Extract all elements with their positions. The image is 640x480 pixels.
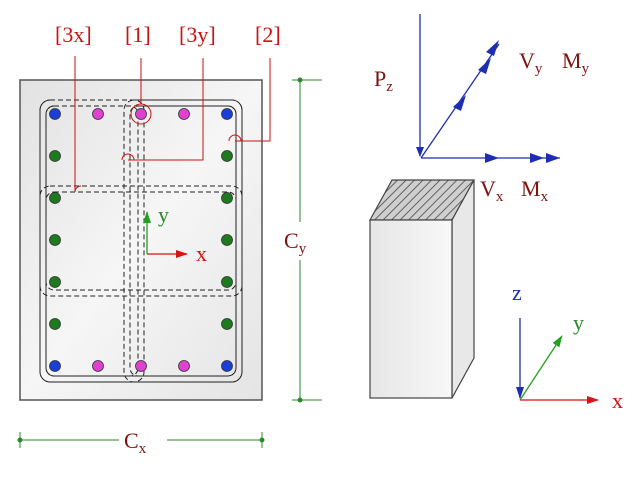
edge-bar [178, 360, 190, 372]
mx-label: Mx [521, 176, 549, 205]
dimension-cx: Cx [17, 424, 265, 458]
bar-label-3x: [3x] [55, 22, 92, 47]
corner-bar [49, 360, 61, 372]
side-bar [221, 234, 233, 246]
bar-label-3y: [3y] [179, 22, 216, 47]
column-front-face [369, 219, 453, 399]
cross-section: x y [19, 56, 271, 401]
vy-arrowhead [486, 40, 499, 56]
corner-bar [221, 108, 233, 120]
side-bar [221, 192, 233, 204]
corner-bar [221, 360, 233, 372]
my-label: My [562, 48, 590, 77]
edge-bar [92, 360, 104, 372]
side-bar [221, 318, 233, 330]
vx-arrowhead [485, 153, 499, 163]
edge-bar [135, 360, 147, 372]
side-bar [49, 234, 61, 246]
global-y-axis [519, 335, 563, 401]
load-diagram: Pz Vy My Vx Mx [374, 14, 590, 205]
vx-label: Vx [480, 176, 504, 205]
edge-bar [178, 108, 190, 120]
dimension-cy: Cy [282, 77, 328, 403]
local-y-label: y [158, 202, 169, 227]
side-bar [49, 276, 61, 288]
global-z-label: z [512, 280, 522, 305]
pz-label: Pz [374, 66, 393, 95]
corner-bar [49, 108, 61, 120]
rebar-group [49, 108, 233, 372]
global-x-label: x [612, 388, 623, 413]
bar-label-1: [1] [125, 22, 151, 47]
mx-arrowhead [546, 153, 560, 163]
stirrup-cross [39, 185, 243, 297]
global-y-label: y [573, 310, 584, 335]
bar-label-2: [2] [255, 22, 281, 47]
my-arrowhead [478, 58, 491, 74]
side-bar [49, 150, 61, 162]
edge-bar [92, 108, 104, 120]
dim-cx-label: Cx [124, 428, 147, 457]
dim-cy-label: Cy [284, 228, 307, 257]
angle-marker-2 [228, 134, 242, 142]
angle-marker-3y [121, 153, 135, 161]
side-bar [49, 192, 61, 204]
leader-lines [74, 56, 271, 192]
side-bar [221, 276, 233, 288]
side-bar [49, 318, 61, 330]
edge-bar [135, 108, 147, 120]
side-bar [221, 150, 233, 162]
local-x-label: x [196, 241, 207, 266]
global-axes: x y z [512, 280, 623, 413]
mx-arrowhead [530, 153, 544, 163]
vy-label: Vy [519, 48, 543, 77]
my-arrowhead [453, 95, 466, 111]
column-3d [368, 179, 476, 399]
